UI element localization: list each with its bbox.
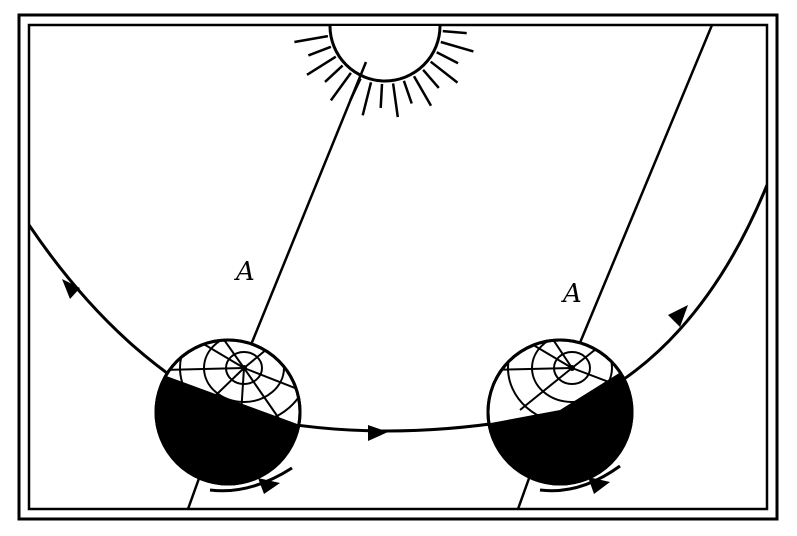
inner-frame <box>27 23 769 511</box>
earth-right <box>486 338 634 486</box>
point-label-left: A <box>234 257 255 287</box>
sun-ray <box>402 80 413 104</box>
sun-ray <box>306 55 337 76</box>
rotation-arrow-left-icon <box>209 466 293 494</box>
sun-ray <box>324 64 344 83</box>
rotation-arrow-right-icon <box>539 464 621 494</box>
sun-icon <box>294 25 474 118</box>
sun-ray <box>307 45 332 57</box>
sun-ray-line-right <box>570 25 714 363</box>
sun-ray <box>412 75 433 107</box>
sun-ray <box>379 83 384 108</box>
sun-ray <box>329 72 352 102</box>
sun-ray <box>294 34 329 44</box>
point-label-right: A <box>561 279 582 309</box>
sun-ray <box>442 29 467 35</box>
sun-ray-line-left <box>242 61 368 363</box>
sun-ray <box>436 51 459 65</box>
orbit-arrow-bottom-icon <box>368 425 388 441</box>
sun-ray <box>440 40 474 53</box>
axis-right <box>516 469 534 509</box>
orbit-path <box>29 184 767 433</box>
sun-disc <box>328 25 442 83</box>
axis-left <box>186 469 204 509</box>
orbit-arrow-left-icon <box>62 279 80 299</box>
outer-frame <box>17 13 779 521</box>
sun-ray <box>422 68 440 89</box>
sun-ray <box>361 81 373 116</box>
sun-ray <box>429 60 459 84</box>
earth-left <box>154 338 302 486</box>
orbit-arrow-right-icon <box>668 305 688 327</box>
sun-ray <box>391 83 400 118</box>
